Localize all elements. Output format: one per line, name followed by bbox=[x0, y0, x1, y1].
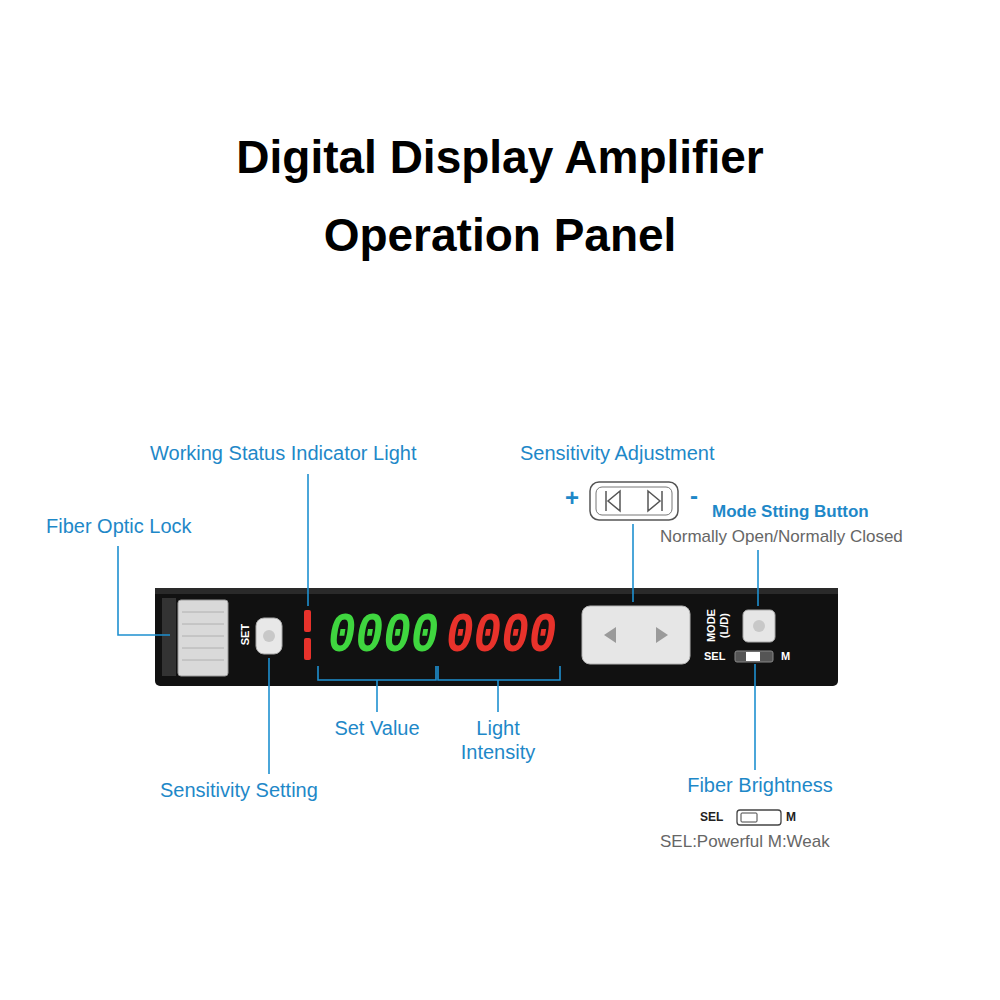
sel-switch bbox=[735, 651, 773, 662]
callout-label: Sensitivity Setting bbox=[160, 778, 380, 802]
switch-icon-knob bbox=[741, 813, 757, 822]
callout-note: SEL:Powerful M:Weak bbox=[660, 832, 880, 852]
lock-slot bbox=[162, 598, 176, 676]
display-digits: 0000 bbox=[328, 609, 440, 664]
switch-label: M bbox=[781, 650, 797, 663]
callout-label: Set Value bbox=[317, 716, 437, 740]
leader-lines bbox=[118, 474, 758, 774]
callout-label: Mode Stting Button bbox=[712, 502, 912, 522]
button-label: SET bbox=[239, 615, 252, 655]
leader-line bbox=[632, 524, 634, 602]
leader-line bbox=[754, 664, 756, 770]
adjust-icon-inner bbox=[596, 487, 672, 515]
bracket bbox=[318, 666, 436, 680]
button-label: (L/D) bbox=[718, 606, 731, 646]
left-arrow bbox=[604, 627, 616, 643]
sel-switch-knob bbox=[746, 652, 760, 661]
leader-line bbox=[757, 550, 759, 606]
body-top-edge bbox=[155, 588, 838, 594]
set-button bbox=[256, 618, 282, 654]
callout-label: Sensitivity Adjustment bbox=[520, 441, 780, 465]
fiber-optic-lock bbox=[178, 600, 228, 676]
adjust-rocker bbox=[582, 606, 690, 664]
right-arrow bbox=[656, 627, 668, 643]
adjust-icon-right bbox=[648, 491, 662, 511]
set-button-cap bbox=[263, 630, 275, 642]
bracket bbox=[438, 666, 560, 680]
callout-label: Light Intensity bbox=[448, 716, 548, 764]
leader-line bbox=[118, 546, 170, 635]
switch-label: M bbox=[786, 810, 802, 824]
leader-line bbox=[268, 658, 270, 774]
leader-line bbox=[307, 474, 309, 606]
callout-label: Fiber Brightness bbox=[660, 773, 860, 797]
plus-sign: + bbox=[562, 484, 582, 513]
minus-sign: - bbox=[684, 482, 704, 511]
page-title: Digital Display Amplifier Operation Pane… bbox=[180, 118, 820, 274]
leader-line bbox=[376, 680, 378, 712]
mode-button-cap bbox=[753, 620, 765, 632]
adjust-icon-left bbox=[606, 491, 620, 511]
button-label: MODE bbox=[705, 606, 718, 646]
lock-ridges bbox=[182, 612, 224, 660]
leader-line bbox=[497, 680, 499, 712]
switch-icon bbox=[737, 810, 781, 825]
switch-label: SEL bbox=[704, 650, 734, 663]
indicator-light bbox=[304, 610, 311, 632]
mode-button bbox=[743, 610, 775, 642]
callout-label: Fiber Optic Lock bbox=[46, 514, 246, 538]
display-digits: 0000 bbox=[446, 609, 558, 664]
adjust-icon bbox=[590, 482, 678, 520]
indicator-light bbox=[304, 638, 311, 660]
switch-label: SEL bbox=[700, 810, 734, 824]
callout-note: Normally Open/Normally Closed bbox=[660, 527, 960, 547]
amplifier-body bbox=[155, 588, 838, 686]
callout-label: Working Status Indicator Light bbox=[150, 441, 490, 465]
